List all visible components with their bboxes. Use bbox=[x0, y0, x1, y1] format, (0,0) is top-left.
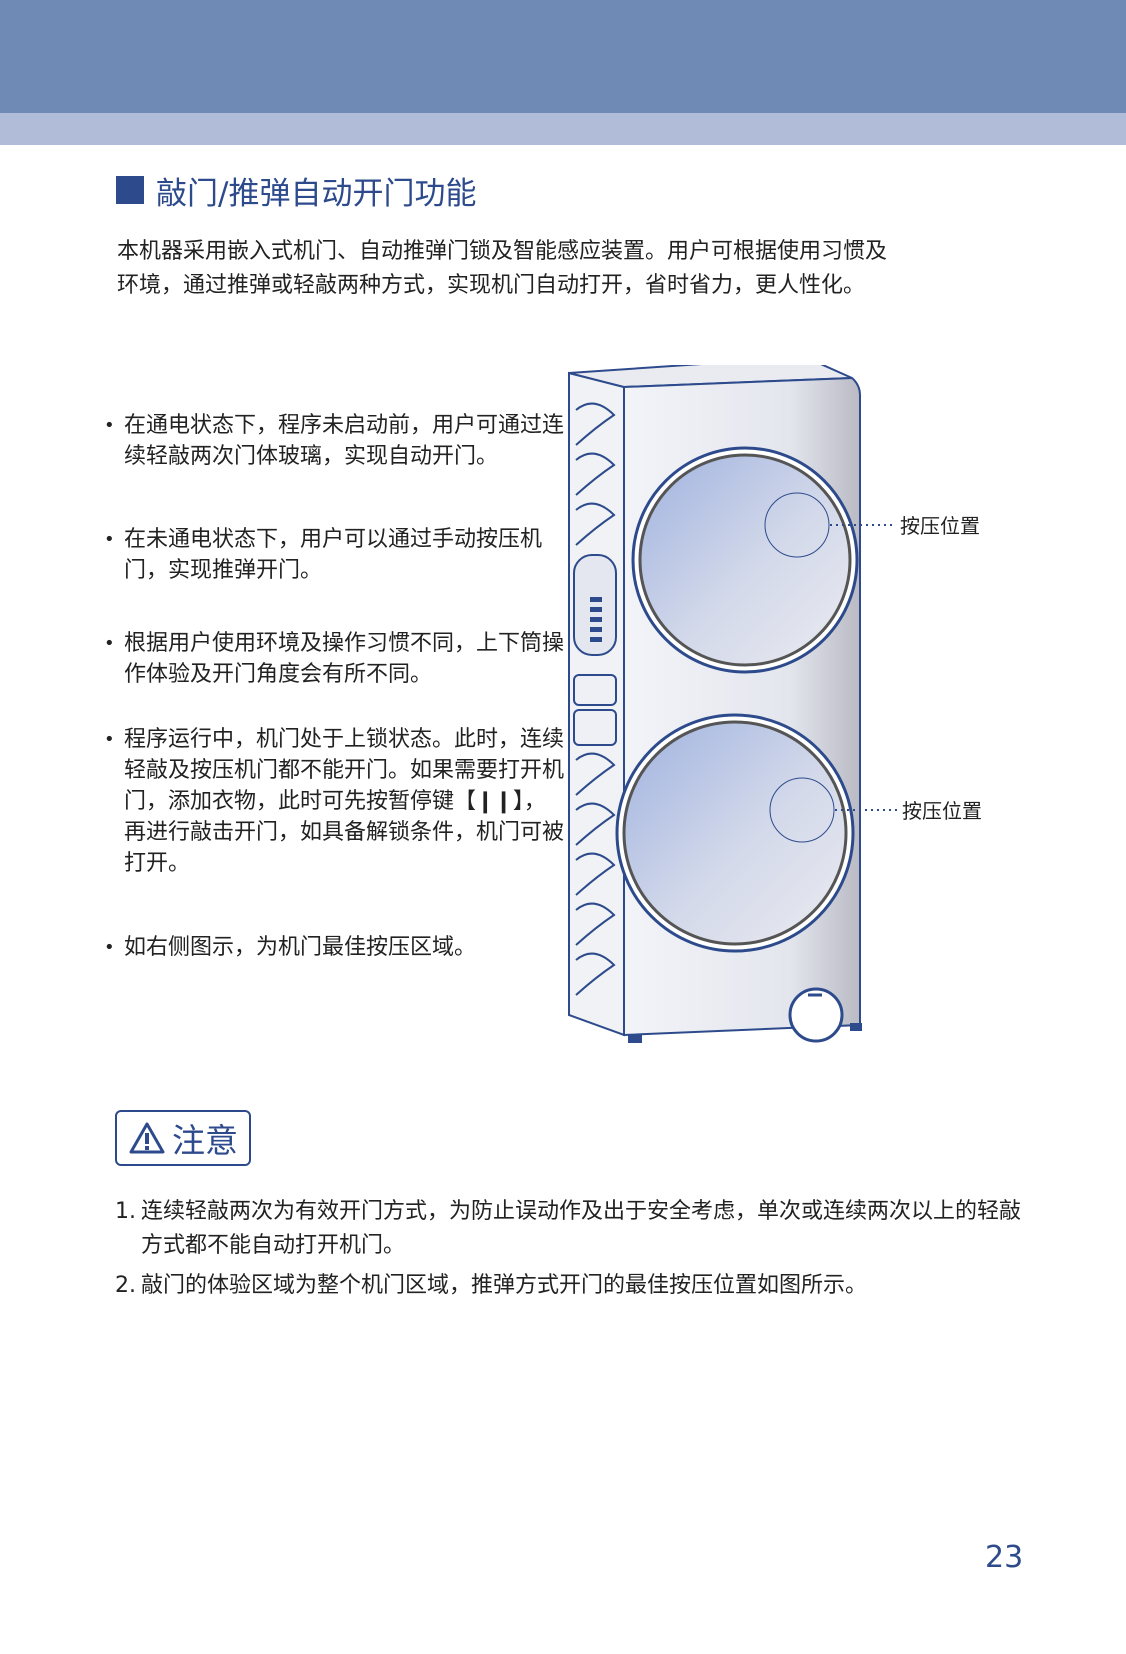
bullet-dot-icon: • bbox=[104, 729, 115, 750]
list-item-text: 程序运行中，机门处于上锁状态。此时，连续轻敲及按压机门都不能开门。如果需要打开机… bbox=[124, 727, 565, 876]
lower-press-area bbox=[769, 777, 835, 843]
note-number: 1. bbox=[115, 1199, 136, 1224]
intro-paragraph: 本机器采用嵌入式机门、自动推弹门锁及智能感应装置。用户可根据使用习惯及 环境，通… bbox=[117, 235, 1017, 303]
upper-press-area bbox=[764, 492, 830, 558]
bullet-dot-icon: • bbox=[104, 633, 115, 654]
notice-notes: 1. 连续轻敲两次为有效开门方式，为防止误动作及出于安全考虑，单次或连续两次以上… bbox=[115, 1195, 1035, 1309]
note-text: 敲门的体验区域为整个机门区域，推弹方式开门的最佳按压位置如图所示。 bbox=[141, 1273, 868, 1298]
page-number: 23 bbox=[985, 1540, 1024, 1575]
list-item-text: 在未通电状态下，用户可以通过手动按压机门，实现推弹开门。 bbox=[124, 527, 543, 583]
list-item-text: 如右侧图示，为机门最佳按压区域。 bbox=[124, 935, 477, 960]
side-vents bbox=[575, 402, 616, 996]
callout-bottom: 按压位置 bbox=[902, 799, 982, 823]
intro-line: 环境，通过推弹或轻敲两种方式，实现机门自动打开，省时省力，更人性化。 bbox=[117, 273, 866, 298]
list-item: • 在未通电状态下，用户可以通过手动按压机门，实现推弹开门。 bbox=[104, 524, 564, 586]
list-item: • 程序运行中，机门处于上锁状态。此时，连续轻敲及按压机门都不能开门。如果需要打… bbox=[104, 724, 564, 879]
bullet-dot-icon: • bbox=[104, 415, 115, 436]
section-marker-icon bbox=[116, 176, 144, 204]
section-title: 敲门/推弹自动开门功能 bbox=[156, 175, 477, 212]
notice-label: 注意 bbox=[172, 1121, 238, 1160]
intro-line: 本机器采用嵌入式机门、自动推弹门锁及智能感应装置。用户可根据使用习惯及 bbox=[117, 239, 888, 264]
bullet-dot-icon: • bbox=[104, 529, 115, 550]
side-control-panel bbox=[573, 554, 617, 656]
list-item: • 根据用户使用环境及操作习惯不同，上下筒操作体验及开门角度会有所不同。 bbox=[104, 628, 564, 690]
header-band bbox=[0, 0, 1126, 113]
list-item-text: 根据用户使用环境及操作习惯不同，上下筒操作体验及开门角度会有所不同。 bbox=[124, 631, 565, 687]
list-item: • 在通电状态下，程序未启动前，用户可通过连续轻敲两次门体玻璃，实现自动开门。 bbox=[104, 410, 564, 472]
note-text: 连续轻敲两次为有效开门方式，为防止误动作及出于安全考虑，单次或连续两次以上的轻敲… bbox=[141, 1199, 1022, 1258]
upper-door-glass bbox=[638, 453, 852, 667]
list-item-text: 在通电状态下，程序未启动前，用户可通过连续轻敲两次门体玻璃，实现自动开门。 bbox=[124, 413, 565, 469]
washer-illustration: 按压位置 按压位置 bbox=[560, 355, 1060, 1065]
header-subband bbox=[0, 113, 1126, 145]
notice-badge: 注意 bbox=[115, 1110, 251, 1166]
washer-svg bbox=[568, 355, 897, 1043]
lower-door-glass bbox=[622, 720, 848, 946]
control-knob-icon bbox=[788, 987, 844, 1043]
warning-icon bbox=[129, 1122, 165, 1154]
note-item: 1. 连续轻敲两次为有效开门方式，为防止误动作及出于安全考虑，单次或连续两次以上… bbox=[115, 1195, 1035, 1263]
note-number: 2. bbox=[115, 1273, 136, 1298]
list-item: • 如右侧图示，为机门最佳按压区域。 bbox=[104, 932, 564, 963]
bullet-dot-icon: • bbox=[104, 937, 115, 958]
section-heading: 敲门/推弹自动开门功能 bbox=[116, 168, 476, 212]
callout-top: 按压位置 bbox=[900, 514, 980, 538]
side-control-keys bbox=[590, 597, 602, 642]
note-item: 2. 敲门的体验区域为整个机门区域，推弹方式开门的最佳按压位置如图所示。 bbox=[115, 1269, 1035, 1303]
